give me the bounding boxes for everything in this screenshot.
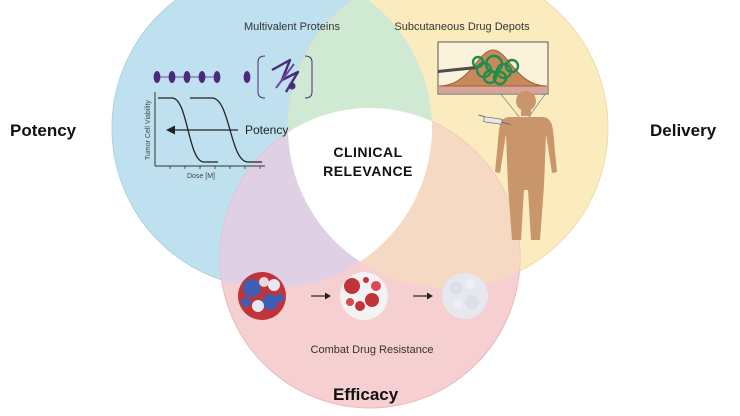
needle-icon — [438, 66, 477, 73]
potency-arrow-label: Potency — [245, 123, 288, 137]
syringe-icon — [478, 114, 511, 125]
arrow-right-icon — [311, 292, 331, 300]
arrow-right-icon — [413, 292, 433, 300]
protein-chain-icon — [153, 71, 251, 83]
graph-xlabel: Dose [M] — [187, 173, 215, 180]
human-body-icon — [495, 91, 557, 240]
drug-resistance-title: Combat Drug Resistance — [311, 344, 434, 356]
multivalent-proteins-title: Multivalent Proteins — [244, 21, 340, 33]
tumor-eliminated-icon — [442, 273, 488, 319]
tumor-treated-icon — [340, 272, 388, 320]
relevance-label: RELEVANCE — [323, 163, 413, 179]
tumor-resistant-icon — [238, 272, 286, 320]
depot-inset — [437, 41, 549, 119]
potency-arrow — [166, 125, 238, 135]
delivery-label: Delivery — [650, 121, 717, 140]
efficacy-label: Efficacy — [333, 385, 399, 404]
potency-label: Potency — [10, 121, 77, 140]
graph-ylabel: Tumor Cell Viability — [145, 100, 152, 160]
clinical-label: CLINICAL — [333, 144, 402, 160]
depot-hydrogel-icon — [471, 54, 520, 86]
protein-structure-icon — [257, 55, 313, 99]
drug-depots-title: Subcutaneous Drug Depots — [394, 21, 530, 33]
